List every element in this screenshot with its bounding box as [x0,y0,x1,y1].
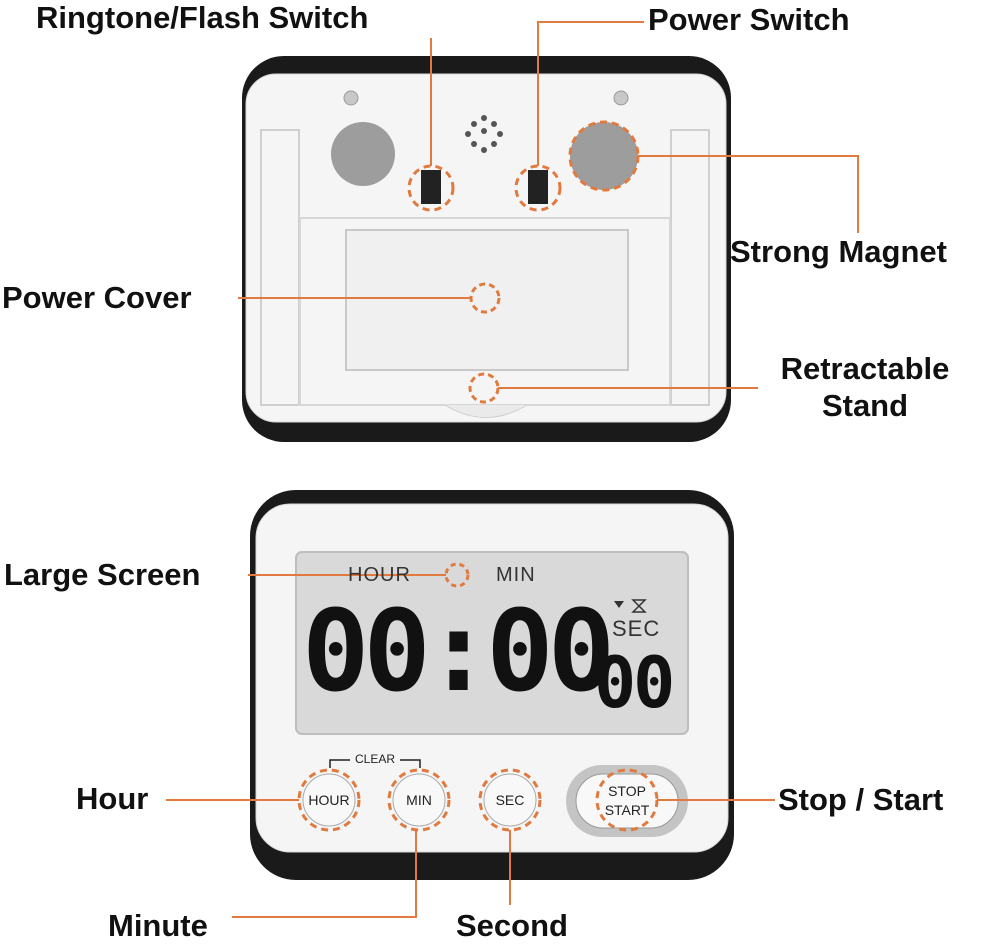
speaker-grille-icon [465,115,503,153]
magnet-right [570,122,638,190]
screen-sec-digits: 00 [594,642,675,724]
timer-back-view [242,56,731,442]
sec-button[interactable]: SEC [495,792,525,808]
power-switch [528,170,548,204]
start-label: START [604,802,650,818]
screen-main-digits: 00:00 [302,587,615,717]
magnet-left [331,122,395,186]
label-retractable-stand: Retractable Stand [760,353,970,421]
screen-sec-label: SEC [612,616,661,641]
label-stop-start: Stop / Start [778,782,944,817]
label-power-cover: Power Cover [2,280,192,315]
label-retractable-stand-line2: Stand [821,388,909,423]
min-button[interactable]: MIN [406,792,432,808]
label-ringtone-flash-switch: Ringtone/Flash Switch [36,0,369,35]
label-power-switch: Power Switch [648,2,850,37]
sec-button-shape [483,773,537,827]
screw-left-icon [343,90,359,106]
stop-start-button[interactable]: STOP START [590,781,664,821]
stop-label: STOP [608,783,646,799]
hour-button-shape [302,773,356,827]
clear-label: CLEAR [350,752,400,766]
leader-lines [166,21,859,918]
lcd-screen [295,551,689,735]
screw-right-icon [613,90,629,106]
min-button-shape [392,773,446,827]
hour-button[interactable]: HOUR [308,792,350,808]
label-minute: Minute [108,908,208,943]
ringtone-flash-switch [421,170,441,204]
screen-min-label: MIN [496,564,536,586]
hourglass-icon [631,599,647,613]
label-retractable-stand-line1: Retractable [780,351,950,386]
label-large-screen: Large Screen [4,557,201,592]
power-cover [345,229,629,371]
triangle-down-icon [614,601,624,608]
screen-hour-label: HOUR [348,564,411,586]
label-hour: Hour [76,781,149,816]
label-second: Second [456,908,568,943]
label-strong-magnet: Strong Magnet [730,234,947,269]
